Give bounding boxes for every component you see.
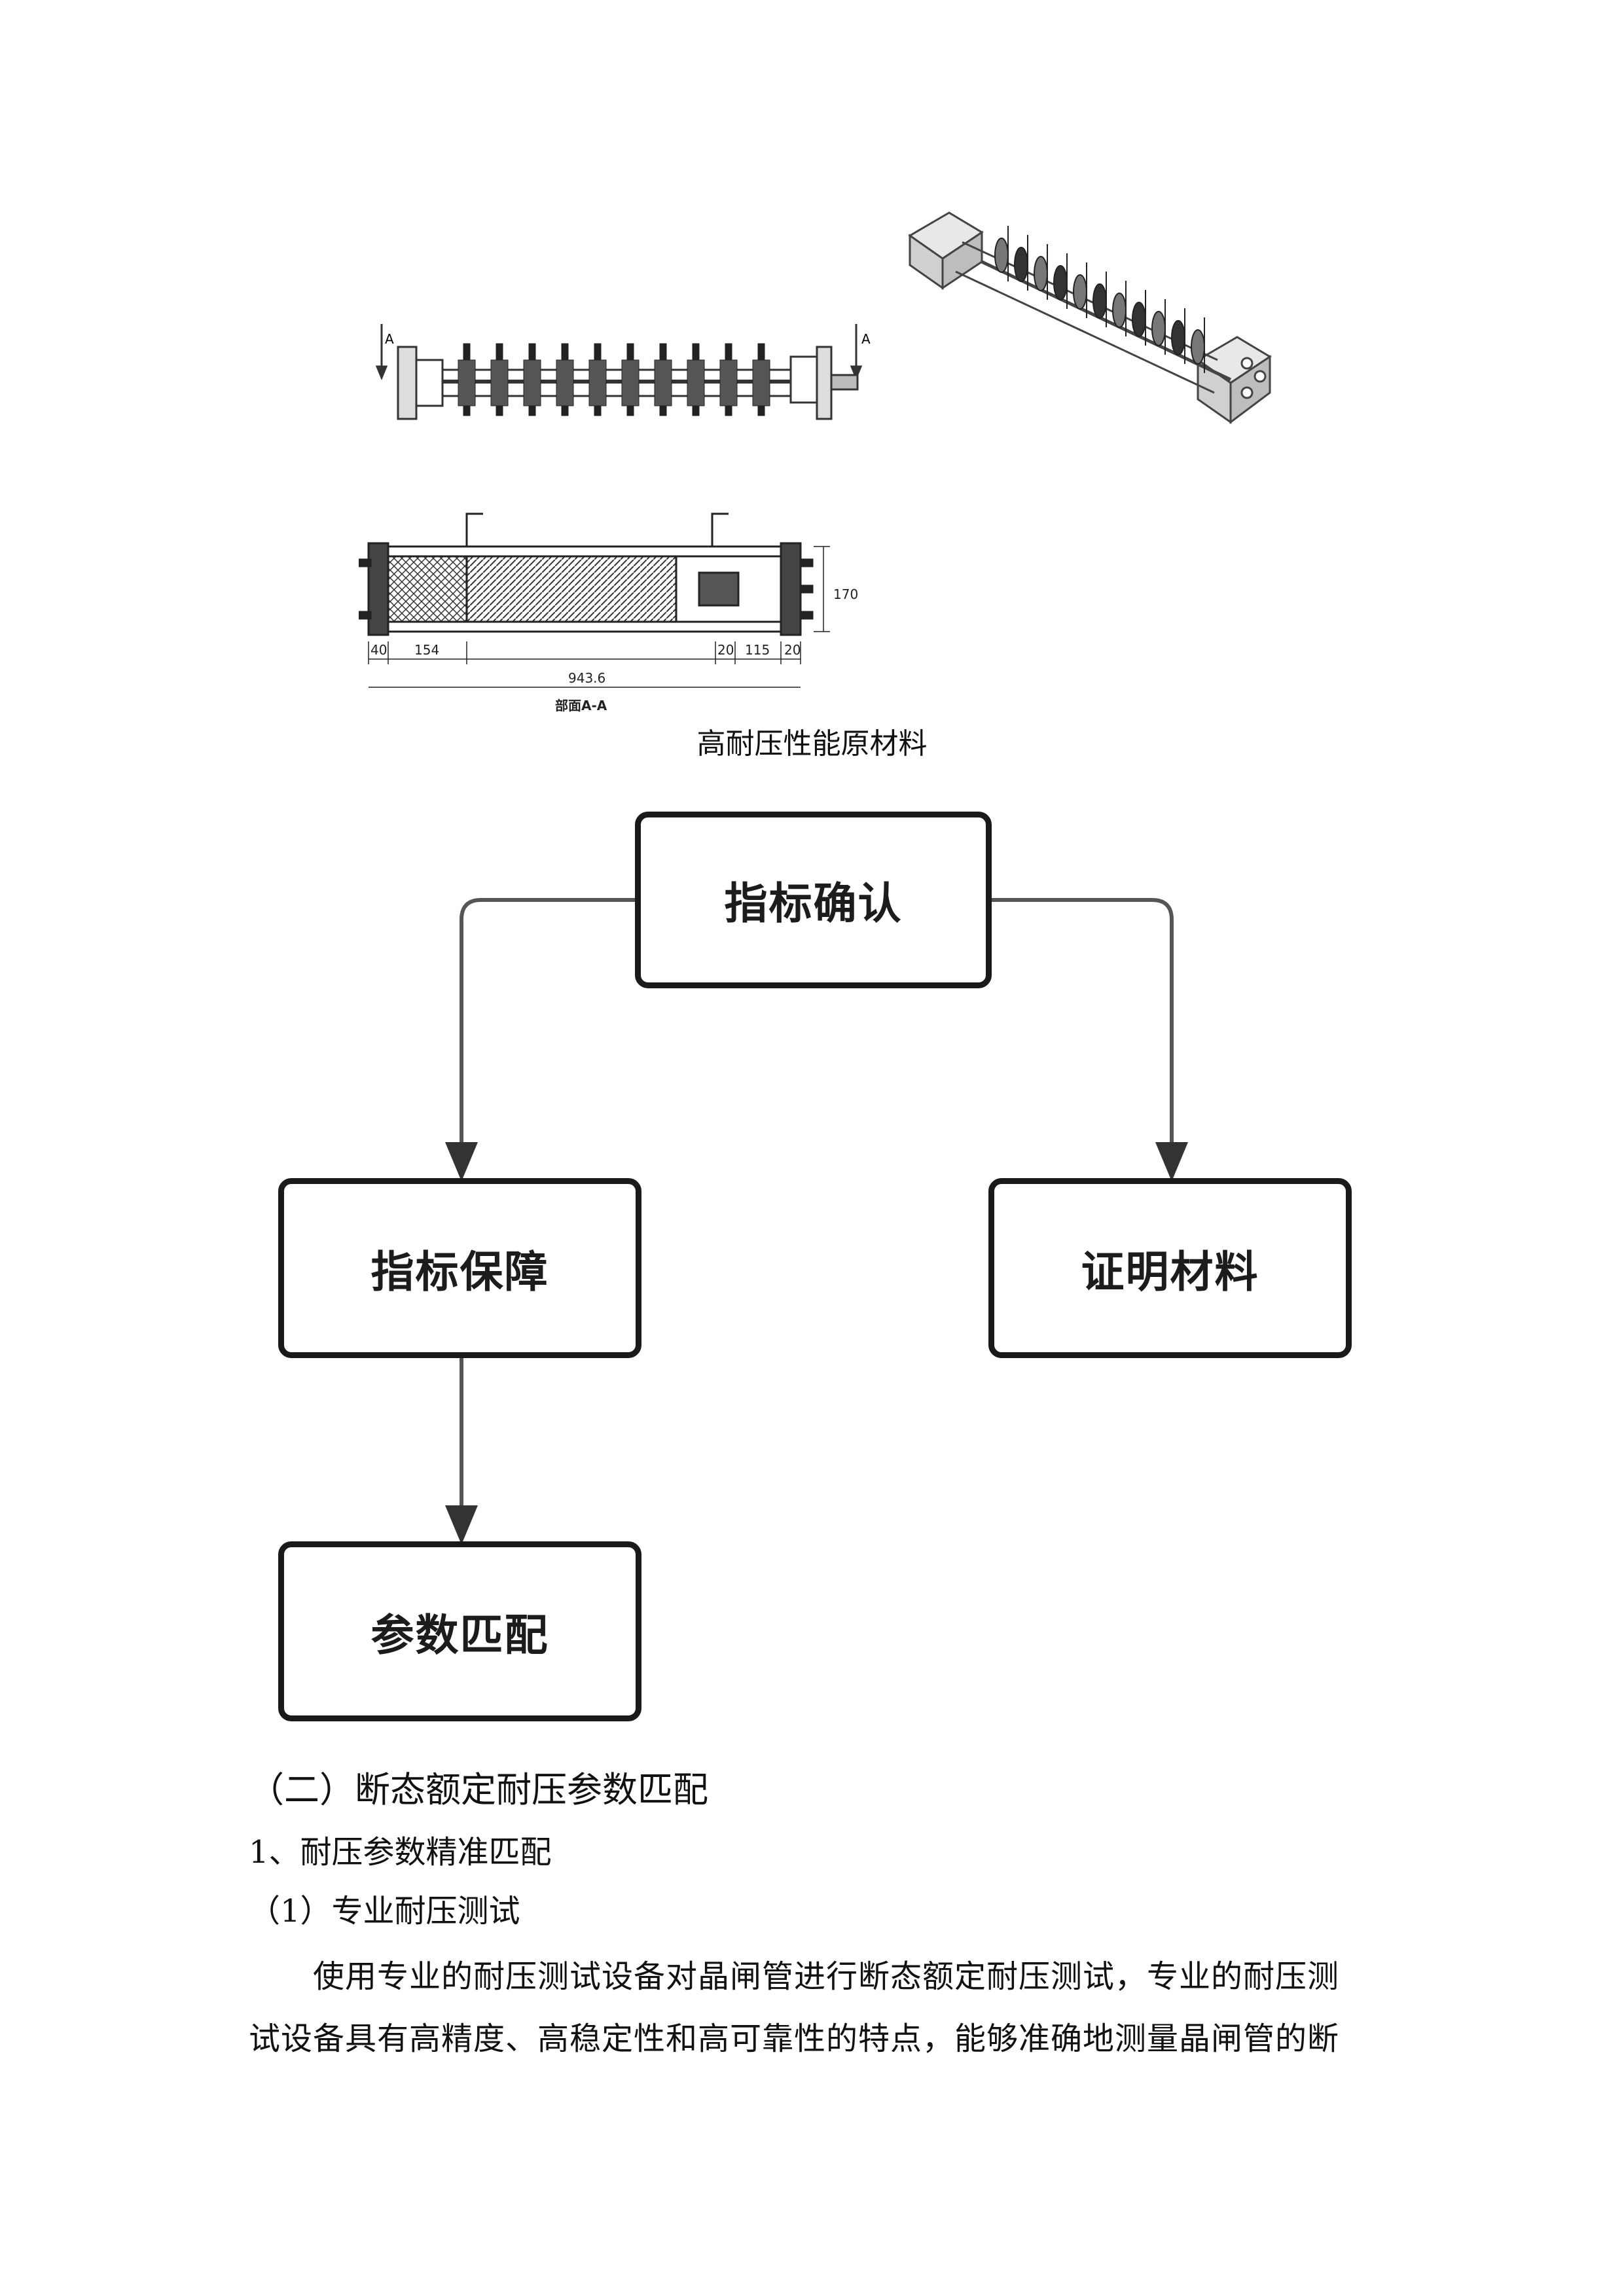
isometric-view-drawing <box>890 196 1296 458</box>
dim-20-right: 20 <box>784 642 801 658</box>
section-label: 部面A-A <box>555 698 607 713</box>
section-mark-left: A <box>385 331 394 347</box>
section-heading: （二）断态额定耐压参数匹配 <box>249 1769 708 1810</box>
paragraph-line-1: 使用专业的耐压测试设备对晶闸管进行断态额定耐压测试，专业的耐压测 <box>313 1958 1340 1995</box>
arrowhead-bottom <box>445 1505 478 1545</box>
node-proof-materials: 证明材料 <box>988 1178 1352 1358</box>
dim-154: 154 <box>414 642 439 658</box>
figure-caption: 高耐压性能原材料 <box>696 727 928 761</box>
dim-170: 170 <box>833 586 858 602</box>
node-indicator-guarantee: 指标保障 <box>278 1178 641 1358</box>
connector-top-to-left <box>460 898 638 1149</box>
connector-top-to-right <box>988 898 1174 1149</box>
node-indicator-confirm: 指标确认 <box>635 812 992 988</box>
dim-115: 115 <box>745 642 770 658</box>
paragraph-line-2: 试设备具有高精度、高稳定性和高可靠性的特点，能够准确地测量晶闸管的断 <box>249 2020 1340 2057</box>
isometric-view-svg <box>908 211 1272 424</box>
section-svg: 40 154 20 115 20 943.6 170 部面A-A <box>357 512 858 713</box>
flowchart-connectors <box>445 898 1188 1545</box>
flowchart: 指标确认 指标保障 证明材料 参数匹配 <box>0 785 1624 1741</box>
side-view-drawing: A A <box>359 298 889 439</box>
node-parameter-matching: 参数匹配 <box>278 1541 641 1721</box>
side-view-svg: A A <box>375 324 871 420</box>
dim-40: 40 <box>370 642 387 658</box>
sub-subsection-heading: （1）专业耐压测试 <box>249 1893 520 1929</box>
dim-20-left: 20 <box>717 642 734 658</box>
arrowhead-right <box>1155 1142 1188 1181</box>
section-drawing: 40 154 20 115 20 943.6 170 部面A-A <box>357 507 869 717</box>
subsection-heading: 1、耐压参数精准匹配 <box>249 1834 552 1871</box>
arrowhead-left <box>445 1142 478 1181</box>
dim-943-6: 943.6 <box>568 670 605 686</box>
section-mark-right: A <box>861 331 871 347</box>
